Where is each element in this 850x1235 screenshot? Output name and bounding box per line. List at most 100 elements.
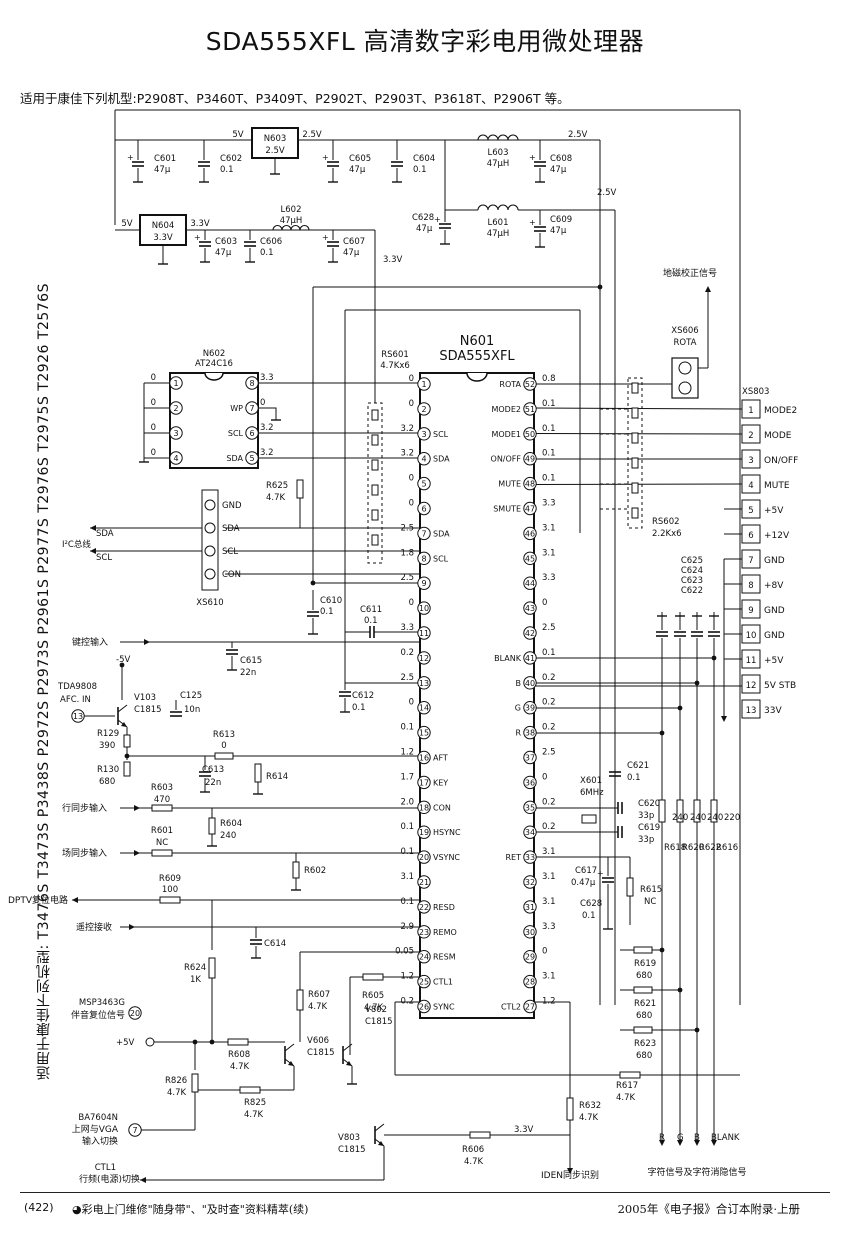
ic-n601-pin-right	[523, 651, 537, 665]
pin-voltage: 0	[409, 598, 414, 608]
label-text: R129	[97, 729, 119, 739]
xs803-pin-box	[741, 574, 761, 594]
pin-number: 50	[525, 430, 535, 439]
pin-name: BLANK	[494, 654, 522, 663]
pin-number: 24	[419, 953, 429, 962]
pin-number: 20	[130, 1009, 140, 1018]
pin-voltage: 0.2	[542, 698, 556, 708]
pin-voltage: 0	[409, 399, 414, 409]
rail-25v-label: 2.5V	[568, 130, 588, 140]
transistor-v606	[288, 1061, 294, 1066]
pin-voltage: 1.7	[400, 772, 414, 782]
label-text: 390	[99, 741, 115, 751]
pin-voltage: 0.2	[400, 648, 414, 658]
xs803-pin-number: 3	[748, 456, 753, 466]
junction-dot	[694, 1027, 700, 1033]
resistor-r61x	[676, 799, 684, 823]
pin-number: 5	[421, 480, 426, 489]
inductor-l603	[477, 134, 519, 141]
label-text: 4.7K	[167, 1088, 187, 1098]
xs803-pin-number: 10	[746, 631, 757, 641]
pin-voltage: 3.3	[400, 623, 414, 633]
cap-ref: C628	[412, 213, 434, 223]
pin-number: 29	[525, 953, 535, 962]
resistor-r825	[239, 1086, 261, 1094]
r61x-ref: R620	[682, 843, 704, 853]
ic-n601-pin-left	[417, 750, 431, 765]
cap-ref: C606	[260, 237, 282, 247]
label-text: 680	[636, 971, 652, 981]
pin-voltage: 0.1	[400, 897, 414, 907]
scl-label: SCL	[96, 553, 112, 563]
pin-voltage: 3.2	[260, 448, 274, 458]
label-text: C628	[580, 899, 602, 909]
ic-n602-pin	[245, 426, 259, 440]
rs602-resistor	[631, 382, 639, 394]
pin-voltage: 3.2	[400, 424, 414, 434]
pin-number: 11	[419, 629, 429, 638]
label-text: NC	[644, 897, 656, 907]
pin-voltage: 1.2	[400, 972, 414, 982]
pin-number: 37	[525, 754, 535, 763]
pin-number: 1	[421, 380, 426, 389]
hsync-arrow	[134, 805, 140, 811]
pin-number: 6	[421, 505, 426, 514]
pin-voltage: 2.0	[400, 797, 414, 807]
label-text: 4.7K	[364, 1003, 384, 1013]
xs610-body	[201, 489, 219, 591]
junction-dot	[659, 947, 665, 953]
ic-n601-pin-right	[523, 427, 537, 441]
label-text: C610	[320, 596, 342, 606]
resistor-r605	[362, 973, 384, 981]
xs803-pin-label: GND	[764, 631, 785, 641]
xs803-pin-number: 11	[746, 656, 757, 666]
applicable-models: 适用于康佳下列机型:P2908T、P3460T、P3409T、P2902T、P2…	[20, 91, 570, 106]
xs610-pin	[204, 499, 216, 511]
rs601-network	[367, 402, 383, 564]
rs601-resistor	[371, 459, 379, 471]
pin-name: VSYNC	[433, 853, 460, 862]
sda-arrow	[90, 525, 96, 531]
resistor-r62x	[633, 1026, 653, 1034]
r606-supply: 3.3V	[514, 1125, 534, 1135]
cap-value: 47μ	[550, 226, 567, 236]
resistor-r130	[123, 761, 131, 777]
label-text: 4.7K	[230, 1062, 250, 1072]
ic-n601-pin-right	[523, 701, 537, 715]
pin-number: 2	[421, 405, 426, 414]
junction-dot	[124, 753, 130, 759]
label-text: R825	[244, 1098, 266, 1108]
pin-voltage: 0.1	[542, 474, 556, 484]
label-text: C125	[180, 691, 202, 701]
pin-voltage: 0	[542, 947, 547, 957]
label-text: 0.1	[582, 911, 596, 921]
r625-value: 4.7K	[266, 493, 286, 503]
xs606-name: ROTA	[674, 338, 697, 348]
pin-name: AFT	[433, 754, 448, 763]
xs606-ref: XS606	[671, 326, 698, 336]
xs610-pin	[204, 545, 216, 557]
pin-number: 7	[421, 529, 426, 538]
key-arrow	[144, 639, 150, 645]
pin-voltage: 0.2	[542, 673, 556, 683]
xs803-pin-label: +12V	[764, 531, 790, 541]
pin-number: 39	[525, 704, 535, 713]
inductor-value: 47μH	[487, 159, 510, 169]
label-text: R621	[634, 999, 656, 1009]
resistor-r607	[296, 989, 304, 1011]
ic-n601-pin-left	[417, 526, 431, 541]
ic-n602-pin	[245, 376, 259, 390]
label-text: R609	[159, 874, 181, 884]
ic-n602-pin	[245, 451, 259, 465]
label-text: R613	[213, 730, 235, 740]
ic-n602-notch	[204, 372, 224, 381]
junction-dot	[597, 284, 603, 290]
xs803-pin-box	[741, 399, 761, 419]
pin-name: SCL	[228, 429, 244, 438]
ic-n601-pin-left	[417, 825, 431, 839]
pin-name: CTL1	[433, 978, 453, 987]
pin-voltage: 0.1	[542, 424, 556, 434]
resistor-r826	[191, 1073, 199, 1093]
c62x-ref: C622	[681, 586, 703, 596]
label-text: 0.1	[627, 773, 641, 783]
